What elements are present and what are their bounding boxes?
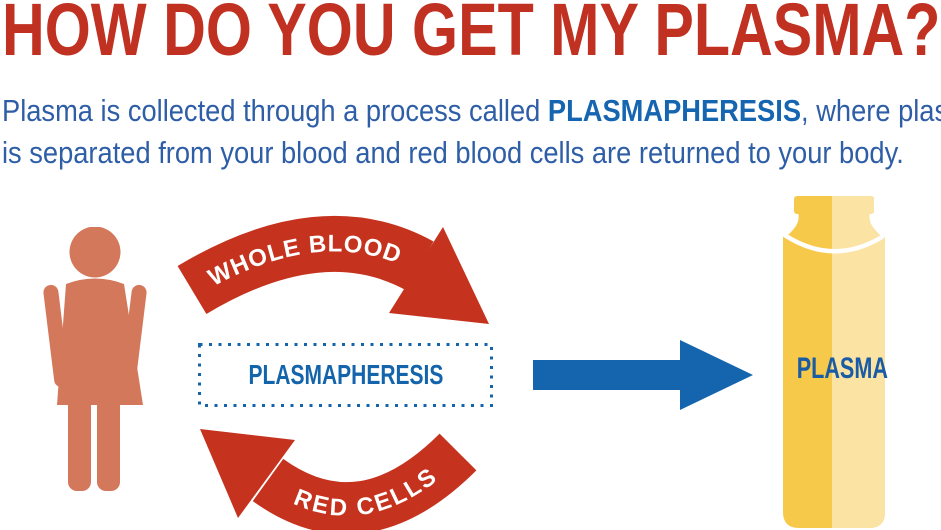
page-title: HOW DO YOU GET MY PLASMA? <box>2 0 941 71</box>
intro-paragraph: Plasma is collected through a process ca… <box>2 90 941 174</box>
plasma-bottle-label-wrap: PLASMA <box>779 352 889 386</box>
process-box: PLASMAPHERESIS <box>198 343 493 407</box>
red-cells-arrow-icon: RED CELLS <box>200 429 477 530</box>
plasmapheresis-term: PLASMAPHERESIS <box>547 93 802 128</box>
bottle-highlight <box>832 196 885 528</box>
bottle-shoulder-line <box>783 233 885 254</box>
plasma-bottle-label: PLASMA <box>796 352 888 385</box>
process-box-border <box>198 343 493 407</box>
intro-line-2: is separated from your blood and red blo… <box>2 135 904 170</box>
intro-line1-pre: Plasma is collected through a process ca… <box>2 93 548 128</box>
whole-blood-arrowhead <box>389 227 489 324</box>
intro-line-1: Plasma is collected through a process ca… <box>2 90 941 132</box>
person-head <box>69 227 121 278</box>
person-left-leg <box>68 397 91 491</box>
person-torso <box>57 278 143 405</box>
transfer-arrow-icon <box>533 340 753 410</box>
intro-line1-post: , where plasma <box>801 93 941 128</box>
red-cells-arrowhead <box>200 429 295 518</box>
whole-blood-arrow-icon: WHOLE BLOOD <box>177 216 489 324</box>
donor-person-icon <box>43 227 147 491</box>
person-right-leg <box>97 397 120 491</box>
process-box-label: PLASMAPHERESIS <box>248 359 443 390</box>
plasma-bottle-icon <box>783 196 885 528</box>
